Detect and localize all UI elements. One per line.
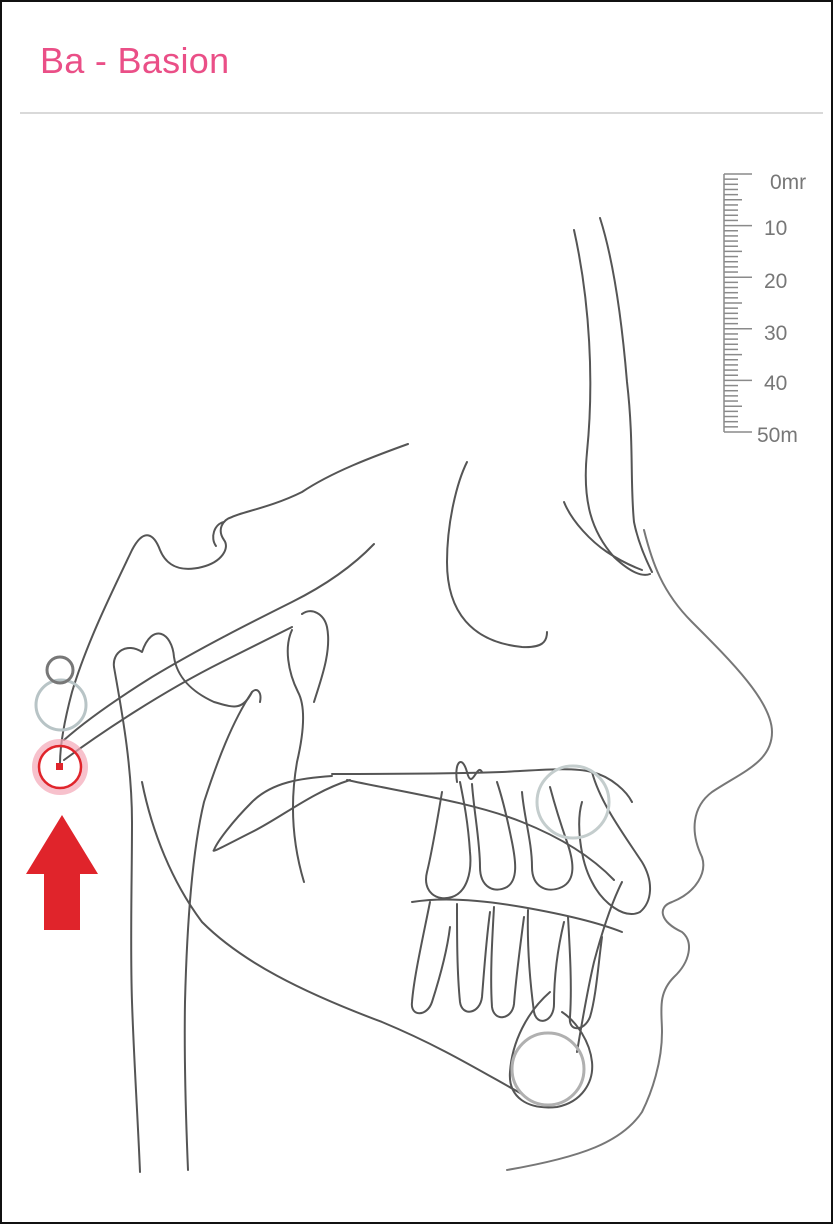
orbit [447, 462, 547, 647]
ruler-label-10: 10 [764, 217, 787, 240]
upper-incisor [579, 772, 650, 914]
pterygoid-plate-back [302, 611, 328, 702]
lower-molar-1 [491, 907, 524, 1017]
pterygoid-plate [288, 630, 304, 882]
pns-circle [537, 766, 609, 838]
ruler-label-50: 50m [757, 424, 798, 447]
occlusal-plane [412, 900, 622, 932]
reference-circles [36, 657, 609, 1105]
upper-premolar-2 [472, 782, 515, 890]
ruler-label-20: 20 [764, 270, 787, 293]
ba-n-line [64, 627, 292, 760]
porion-circle [36, 680, 86, 730]
ruler-labels: 0mr 10 20 30 40 50m [757, 171, 806, 447]
pogonion-circle [512, 1033, 584, 1105]
nasal-bone-inner [600, 218, 652, 572]
nasal-notch [564, 502, 642, 570]
soft-tissue-profile [507, 530, 772, 1170]
ruler-label-30: 30 [764, 322, 787, 345]
upper-premolar-1 [426, 782, 470, 898]
lower-premolar-2 [457, 904, 490, 1012]
nasal-bone-outer [574, 230, 650, 575]
anterior-cranial-base [60, 444, 408, 764]
ramus-anterior [185, 692, 252, 1170]
pterygomaxillary-fissure [214, 776, 350, 851]
scale-ruler [724, 174, 752, 432]
basion-point [56, 763, 63, 770]
condyle [114, 633, 261, 706]
ceph-tracing [60, 218, 772, 1172]
ramus-posterior [114, 667, 140, 1172]
lower-premolar-1 [412, 902, 450, 1013]
arrow-up-icon [26, 815, 98, 930]
ruler-label-40: 40 [764, 372, 787, 395]
ruler-label-0: 0mr [770, 171, 806, 194]
lower-molar-2 [528, 910, 564, 1021]
